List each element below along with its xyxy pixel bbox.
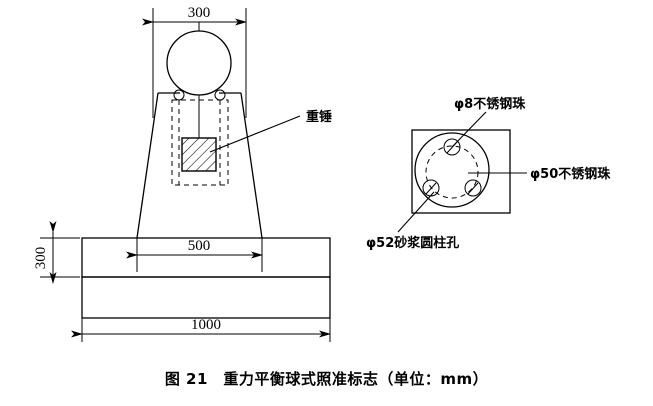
detail-dashed-inner-circle bbox=[425, 145, 479, 199]
dim-label-top-width: 300 bbox=[188, 5, 211, 21]
detail-square-housing bbox=[411, 129, 511, 214]
small-ball-lower-left bbox=[422, 179, 440, 197]
detail-small-balls bbox=[422, 138, 482, 197]
dim-label-pillar-base-width: 500 bbox=[188, 238, 211, 254]
dim-1000: 1000 bbox=[71, 317, 331, 342]
label-mortar-hole: φ52砂浆圆柱孔 bbox=[366, 235, 459, 251]
callout-mortar-hole: φ52砂浆圆柱孔 bbox=[366, 191, 459, 251]
callout-small-ball: φ8不锈钢珠 bbox=[451, 96, 526, 148]
label-small-ball: φ8不锈钢珠 bbox=[454, 96, 526, 112]
callout-plumb-weight: 重锤 bbox=[209, 109, 332, 153]
dim-left-300: 300 bbox=[33, 221, 80, 284]
detail-outer-circle bbox=[414, 132, 490, 208]
dim-500: 500 bbox=[126, 238, 263, 272]
dim-label-foundation-height: 300 bbox=[33, 247, 49, 270]
sphere-target-ball bbox=[166, 22, 232, 96]
plumb-weight-block bbox=[181, 137, 217, 172]
callout-large-ball: φ50不锈钢珠 bbox=[468, 166, 611, 182]
figure-caption: 图 21 重力平衡球式照准标志（单位：mm） bbox=[164, 370, 489, 388]
label-large-ball: φ50不锈钢珠 bbox=[530, 166, 611, 182]
small-ball-lower-right bbox=[464, 179, 482, 197]
foundation-slabs bbox=[81, 237, 331, 319]
internal-cavity-outline bbox=[171, 99, 229, 186]
tapered-pillar bbox=[136, 92, 263, 239]
suspension-cables bbox=[178, 95, 221, 185]
dim-label-foundation-width: 1000 bbox=[191, 317, 221, 333]
label-plumb-weight: 重锤 bbox=[306, 109, 332, 125]
